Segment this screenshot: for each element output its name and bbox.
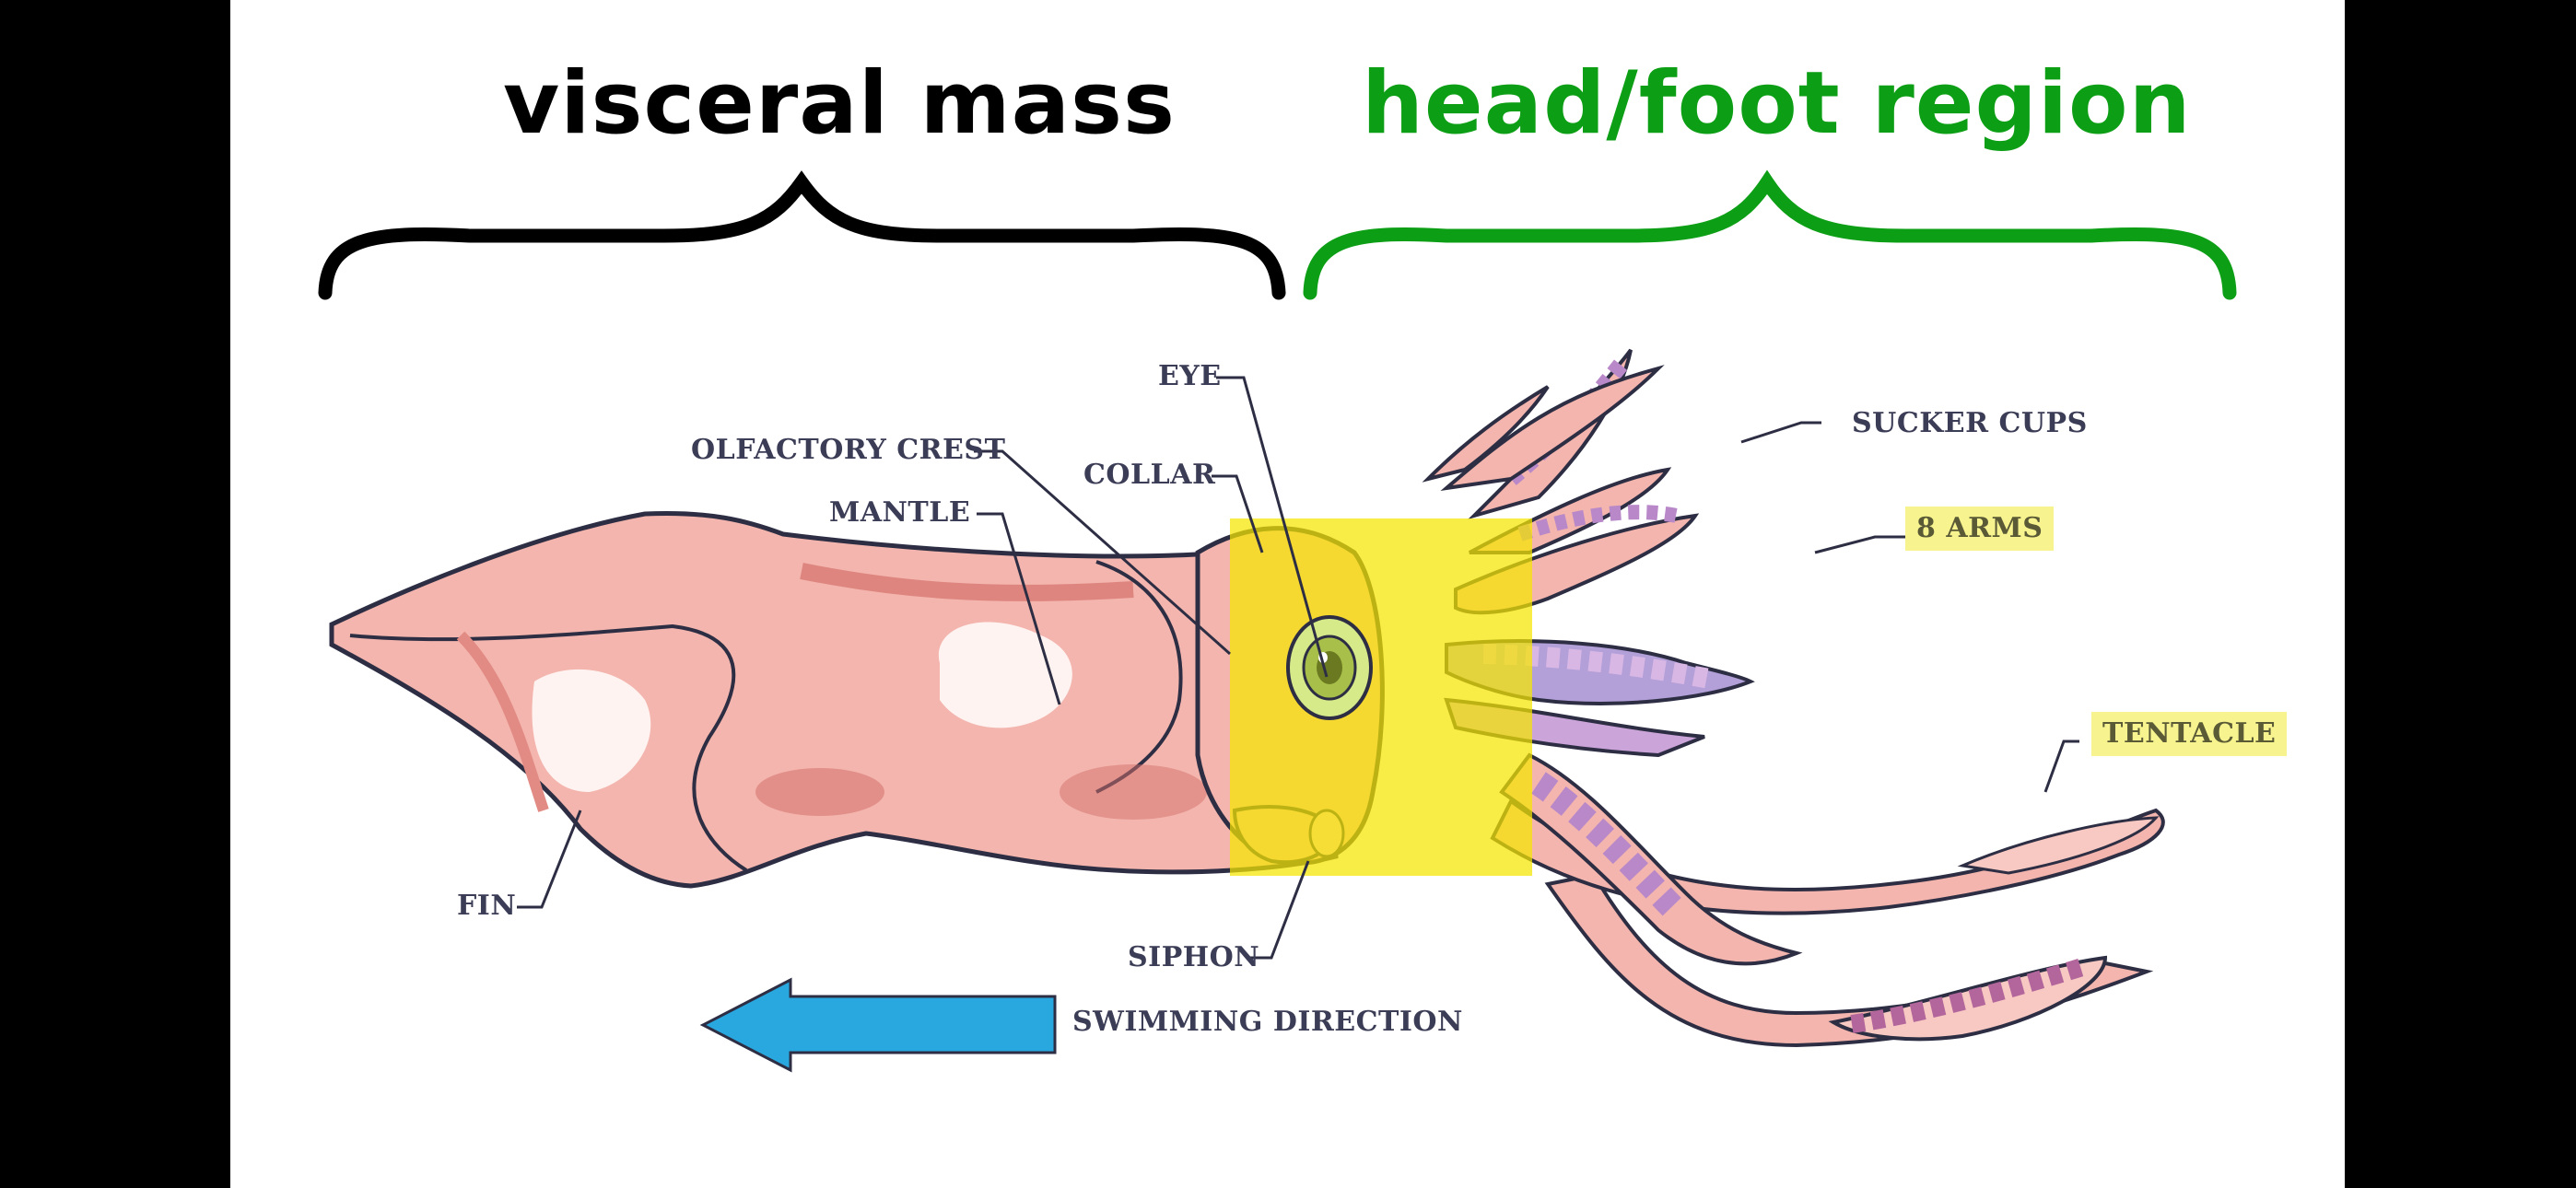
visceral-brace [318, 170, 1286, 300]
tentacle-lower [1544, 872, 2154, 1048]
leader-lines [517, 376, 2079, 960]
label-collar: COLLAR [1083, 459, 1216, 491]
swimming-direction-arrow [699, 977, 1057, 1073]
eye [1286, 615, 1373, 720]
label-tentacle: TENTACLE [2091, 712, 2288, 756]
label-swimming-direction: SWIMMING DIRECTION [1072, 1006, 1463, 1038]
label-8-arms: 8 ARMS [1905, 507, 2055, 551]
letterbox-left [0, 0, 230, 1188]
label-olfactory-crest: OLFACTORY CREST [691, 434, 1006, 466]
label-eye: EYE [1158, 360, 1222, 392]
head-foot-brace [1303, 169, 2237, 300]
label-mantle: MANTLE [829, 496, 971, 529]
mantle-body [329, 511, 1339, 889]
squid-illustration [318, 169, 2237, 1073]
head-highlight [1230, 518, 1532, 876]
label-fin: FIN [457, 890, 517, 922]
label-siphon: SIPHON [1128, 941, 1260, 973]
letterbox-right [2345, 0, 2576, 1188]
heading-visceral-mass: visceral mass [503, 53, 1176, 154]
heading-head-foot-region: head/foot region [1362, 53, 2192, 154]
diagram-canvas: visceral mass head/foot region [230, 0, 2345, 1188]
label-sucker-cups: SUCKER CUPS [1852, 407, 2088, 439]
